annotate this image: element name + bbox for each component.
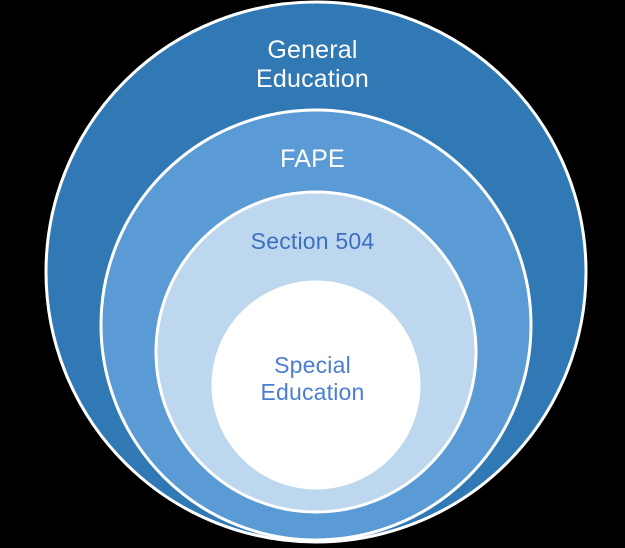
circle-special-education[interactable] xyxy=(211,280,421,490)
